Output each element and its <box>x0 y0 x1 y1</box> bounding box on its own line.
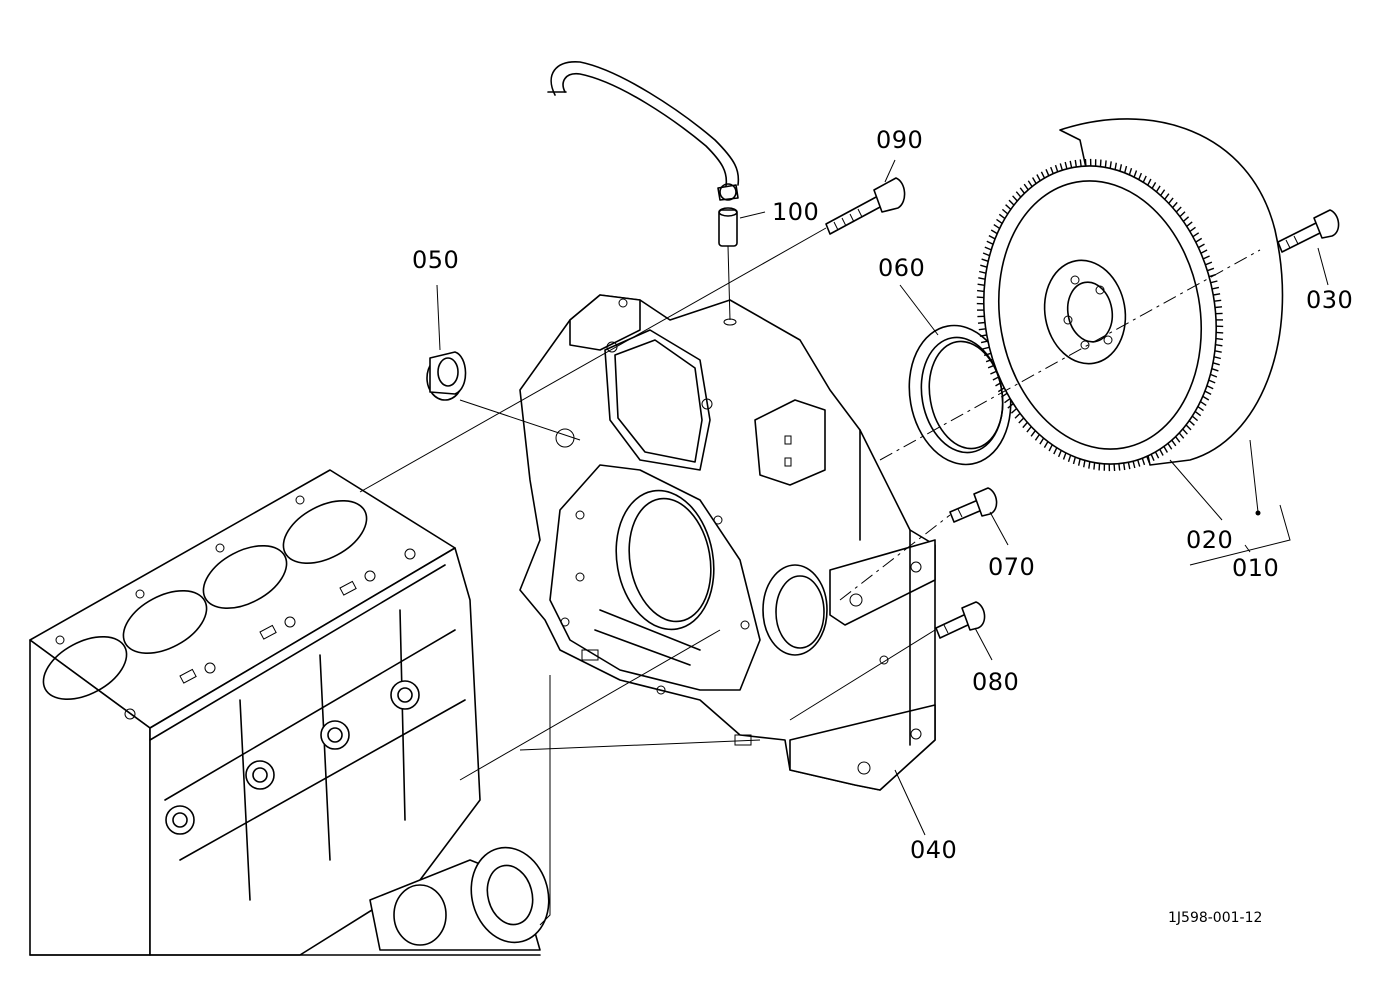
gear-tooth <box>1080 159 1081 166</box>
gear-tooth <box>1015 413 1020 418</box>
gear-tooth <box>989 236 995 239</box>
gear-tooth <box>1084 460 1085 467</box>
gear-tooth <box>1089 462 1090 469</box>
gear-tooth <box>1119 464 1120 471</box>
gear-tooth <box>979 272 986 274</box>
gear-tooth <box>1016 192 1021 197</box>
gear-tooth <box>983 253 990 256</box>
bolt-090 <box>826 178 905 234</box>
gear-tooth <box>1069 455 1071 462</box>
gear-tooth <box>997 219 1003 223</box>
part-label-060: 060 <box>878 256 925 280</box>
gear-tooth <box>1214 300 1221 301</box>
gear-tooth <box>1124 463 1125 470</box>
gear-tooth <box>1056 165 1058 172</box>
gear-tooth <box>978 323 985 324</box>
gear-tooth <box>1002 209 1007 214</box>
gear-tooth <box>1216 339 1223 340</box>
gear-tooth <box>1074 457 1076 464</box>
gear-tooth <box>1031 431 1035 437</box>
engine-block <box>30 470 559 955</box>
gear-tooth <box>1060 163 1062 170</box>
gear-tooth <box>1065 162 1067 169</box>
gear-tooth <box>1027 427 1031 433</box>
gear-tooth <box>991 230 997 234</box>
bolt-070 <box>950 488 997 522</box>
gear-tooth <box>1028 181 1032 187</box>
gear-tooth <box>980 265 987 267</box>
breather-hose <box>548 62 738 325</box>
gear-tooth <box>1044 442 1048 448</box>
gear-tooth <box>1216 332 1223 333</box>
gear-tooth <box>1128 462 1129 469</box>
bolt-030 <box>1278 210 1339 252</box>
gear-tooth <box>1009 200 1014 205</box>
gear-tooth <box>1142 458 1144 465</box>
plug <box>427 352 466 400</box>
gear-tooth <box>1070 161 1071 168</box>
gear-tooth <box>1105 160 1106 167</box>
gear-tooth <box>1085 159 1086 166</box>
gear-tooth <box>1011 409 1016 414</box>
gear-tooth <box>1040 438 1044 444</box>
gear-tooth <box>999 214 1005 218</box>
flywheel <box>961 119 1283 483</box>
gear-tooth <box>994 225 1000 229</box>
part-label-040: 040 <box>910 838 957 862</box>
gear-tooth <box>982 259 989 261</box>
gear-tooth <box>1019 418 1024 423</box>
part-label-090: 090 <box>876 128 923 152</box>
gear-tooth <box>1013 196 1018 201</box>
part-label-020: 020 <box>1186 528 1233 552</box>
gear-tooth <box>1138 460 1140 467</box>
gear-tooth <box>1133 461 1135 468</box>
gear-tooth <box>985 247 992 250</box>
part-label-100: 100 <box>772 200 819 224</box>
gear-tooth <box>1020 188 1024 194</box>
gear-tooth <box>1054 448 1057 454</box>
gear-tooth <box>978 284 985 285</box>
gear-tooth <box>1114 464 1115 471</box>
gear-tooth <box>1094 463 1095 470</box>
gear-tooth <box>1051 167 1054 174</box>
drawing-code: 1J598-001-12 <box>1168 910 1262 926</box>
gear-tooth <box>1079 459 1081 466</box>
part-label-050: 050 <box>412 248 459 272</box>
gear-tooth <box>1024 184 1028 190</box>
gear-tooth <box>977 291 984 292</box>
gear-tooth <box>979 329 986 330</box>
gear-tooth <box>1035 435 1039 441</box>
gear-tooth <box>987 241 993 244</box>
gear-tooth <box>1033 178 1037 184</box>
gear-tooth <box>978 278 985 279</box>
gear-tooth <box>1049 445 1052 451</box>
part-label-080: 080 <box>972 670 1019 694</box>
gear-tooth <box>1046 169 1049 175</box>
flywheel-housing <box>520 295 935 790</box>
gear-tooth <box>1215 307 1222 308</box>
part-label-010: 010 <box>1232 556 1279 580</box>
gear-tooth <box>1064 453 1066 460</box>
gear-tooth <box>977 297 984 298</box>
gear-tooth <box>1075 160 1076 167</box>
gear-tooth <box>1059 450 1062 457</box>
gear-tooth <box>1110 161 1111 168</box>
gear-tooth <box>1006 205 1011 210</box>
gear-tooth <box>1041 172 1044 178</box>
part-label-030: 030 <box>1306 288 1353 312</box>
part-label-070: 070 <box>988 555 1035 579</box>
gear-tooth <box>1023 422 1028 427</box>
gear-tooth <box>1037 175 1040 181</box>
